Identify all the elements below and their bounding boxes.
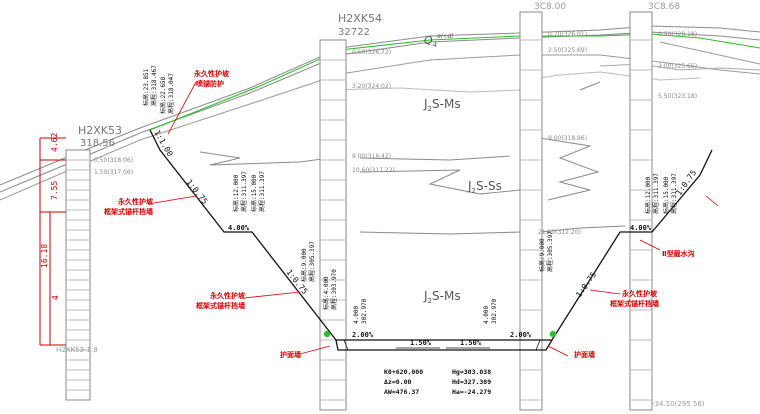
elev-a1: 标高:23.851: [142, 68, 150, 106]
ground-lines: [0, 25, 760, 201]
station-ha: Ha=-24.279: [452, 388, 491, 396]
toe-markers: [323, 330, 557, 338]
road-slope-l2: 1.50%: [410, 339, 432, 347]
road-arrows: [348, 339, 540, 349]
borehole-left: [65, 149, 91, 401]
berm-right: 4.00%: [630, 224, 652, 232]
callout-2b: 框架式锚杆挡墙: [104, 207, 153, 216]
borehole-left-bottom: H2XK53-1.8: [56, 346, 98, 354]
borehole-right-a-top: 3C8.00: [534, 2, 566, 12]
depth-left-1: 0.50(318.06): [94, 157, 133, 164]
elev-b2: 高程:318.047: [167, 73, 175, 114]
road-slope-r1: 1.50%: [460, 339, 482, 347]
stratum-q4: Q4el+dl: [424, 33, 453, 49]
elev-i1: 标高:15.000: [662, 176, 670, 214]
borehole-left-id: H2XK53: [78, 124, 122, 137]
depth-ra-4: 21.60(312.20): [538, 229, 581, 236]
dim-2: 7.55: [50, 181, 59, 200]
dim-4: 4: [51, 295, 60, 300]
depth-ra-1: 0.70(326.01): [548, 31, 587, 38]
stratum-j2s-ms-lower: J2S-Ms: [423, 289, 461, 305]
berm-bottom-right-val: 302.970: [491, 298, 498, 324]
borehole-mid-id: H2XK54: [338, 12, 382, 25]
elev-e1: 标高:9.000: [300, 248, 308, 282]
callout-2a: 永久性护坡: [117, 197, 154, 206]
callout-4a: 永久性护坡: [621, 289, 658, 298]
dim-1: 4.62: [50, 133, 59, 152]
elev-c1: 标高:12.000: [232, 174, 240, 212]
elev-d2: 高程:311.397: [258, 171, 266, 212]
depth-mid-3: 9.00(316.42): [352, 153, 391, 160]
design-line: [149, 33, 760, 131]
depth-ra-3: 9.00(318.96): [548, 135, 587, 142]
borehole-right-a: [519, 11, 543, 411]
berm-bottom-right: 4.000: [483, 306, 490, 324]
elev-g1: 标高:9.000: [538, 238, 546, 272]
elev-e2: 高程:305.397: [308, 241, 316, 282]
elev-d1: 标高:15.000: [250, 174, 258, 212]
callout-6: 护面墙: [574, 350, 595, 359]
berm-left: 4.00%: [228, 224, 250, 232]
station-aw: AW=476.37: [384, 388, 419, 396]
elev-c2: 高程:311.397: [240, 171, 248, 212]
elev-i2: 高程:311.397: [670, 173, 678, 214]
left-dimension: [39, 137, 66, 346]
depth-rb-2: 3.00(325.65): [658, 63, 697, 70]
callout-4b: 框架式锚杆挡墙: [610, 299, 659, 308]
borehole-mid-elev: 32722: [338, 27, 370, 38]
stratum-j2s-ms-upper: J2S-Ms: [423, 97, 461, 113]
excavation-profile: [149, 129, 713, 351]
elev-h1: 标高:12.000: [644, 176, 652, 214]
berm-bottom-left: 4.000: [353, 306, 360, 324]
stratum-j2s-ss: J2S-Ss: [467, 179, 502, 195]
callout-leaders: [147, 81, 719, 357]
depth-left-2: 1.50(317.06): [94, 169, 133, 176]
depth-ra-2: 2.50(325.69): [548, 47, 587, 54]
slope-2: 1:0.75: [184, 178, 209, 206]
callout-5: 护面墙: [280, 350, 301, 359]
depth-mid-1: 0.50(326.72): [352, 49, 391, 56]
berm-bottom-left-val: 302.970: [361, 298, 368, 324]
depth-rb-1: 0.50(328.18): [658, 31, 697, 38]
station-k: K0+620.000: [384, 368, 423, 376]
dim-3: 16.18: [40, 244, 49, 268]
elev-g2: 高程:305.397: [546, 231, 554, 272]
road-slope-r2: 2.00%: [510, 331, 532, 339]
depth-mid-4: 10.60(317.22): [352, 167, 395, 174]
callout-7: Ⅱ型截水沟: [662, 249, 695, 258]
callout-1a: 永久性护坡: [193, 69, 230, 78]
station-dz: Δz=0.00: [384, 378, 411, 386]
borehole-right-b-top: 3C8.68: [648, 2, 680, 12]
borehole-left-elev: 318.56: [80, 138, 115, 149]
stratum-boundaries: [199, 81, 626, 235]
slope-4: 1:0.75: [574, 270, 598, 299]
station-hg: Hg=303.038: [452, 368, 491, 376]
borehole-right-b: [629, 11, 653, 411]
callout-3a: 永久性护坡: [209, 291, 246, 300]
depth-rb-3: 5.50(323.18): [658, 93, 697, 100]
elev-a2: 高程:318.467: [150, 65, 158, 106]
callout-1b: 喷锚防护: [196, 79, 224, 88]
callout-3b: 框架式锚杆挡墙: [196, 301, 245, 310]
elev-f2: 高程:303.970: [330, 269, 338, 310]
borehole-right-bottom: -34.10(295.56): [652, 400, 705, 408]
borehole-mid: [319, 39, 347, 411]
depth-mid-2: 3.20(324.02): [352, 83, 391, 90]
elev-b1: 标高:22.658: [159, 76, 167, 114]
elev-f1: 标高:4.000: [322, 276, 330, 310]
station-summary: K0+620.000 Δz=0.00 AW=476.37 Hg=303.038 …: [384, 368, 491, 396]
elev-h2: 高程:311.397: [652, 173, 660, 214]
station-hd: Hd=327.309: [452, 378, 491, 386]
road-slope-l1: 2.00%: [352, 331, 374, 339]
